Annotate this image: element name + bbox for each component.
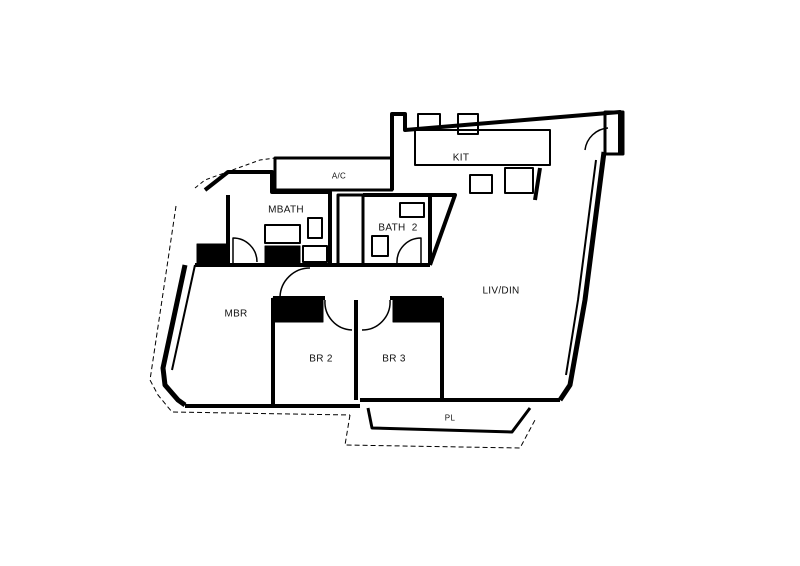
left-wall-inner: [171, 264, 196, 371]
ledge-outline: [149, 205, 536, 449]
wardrobe-br3: [392, 297, 444, 323]
mbr-door: [279, 267, 311, 298]
room-label-bath2: BATH 2: [378, 222, 418, 234]
bath2-wc: [371, 235, 389, 257]
stove: [417, 113, 441, 131]
br2-door: [324, 299, 353, 331]
bath2-outline: [363, 193, 432, 265]
ac-ledge: [273, 156, 394, 192]
room-label-br2: BR 2: [309, 353, 333, 365]
room-label-kit: KIT: [452, 152, 470, 164]
mbath-door: [232, 237, 258, 263]
bath2-door: [396, 237, 422, 264]
room-label-mbath: MBATH: [268, 204, 304, 216]
room-label-livdin: LIV/DIN: [482, 285, 520, 297]
shaft: [336, 193, 365, 267]
right-wall-inner: [565, 159, 597, 376]
br3-door: [361, 299, 391, 331]
planter: [366, 407, 532, 434]
room-label-br3: BR 3: [382, 353, 406, 365]
kitchen-outline: [390, 110, 622, 190]
mbath-outline: [203, 170, 332, 265]
kitchen-counter: [414, 129, 551, 166]
wardrobe-br2: [272, 297, 324, 323]
wardrobe-mbr: [196, 243, 228, 265]
room-label-ac: A/C: [331, 171, 347, 181]
sink: [457, 113, 479, 135]
kitchen-right: [533, 167, 542, 201]
shower: [302, 245, 328, 263]
entry-frame: [603, 110, 625, 156]
room-label-mbr: MBR: [224, 308, 248, 320]
mbath-vanity: [264, 224, 301, 244]
bath2-tub: [399, 202, 425, 218]
mbath-wc: [307, 217, 323, 239]
wardrobe-mbath: [264, 245, 301, 265]
room-label-pl: PL: [444, 413, 456, 423]
left-wall: [160, 264, 188, 408]
appliance: [469, 174, 493, 194]
fridge: [504, 167, 534, 194]
right-wall: [557, 151, 607, 402]
